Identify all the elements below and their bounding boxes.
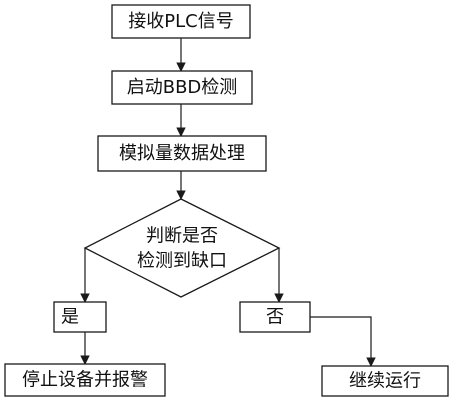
action-stop-alarm-label: 停止设备并报警 bbox=[22, 370, 148, 391]
edge-no-to-continue bbox=[310, 316, 376, 367]
step-start-bbd-label: 启动BBD检测 bbox=[127, 77, 238, 98]
action-stop-alarm: 停止设备并报警 bbox=[4, 363, 166, 397]
decision-line-2: 检测到缺口 bbox=[137, 251, 227, 272]
step-receive-plc-label: 接收PLC信号 bbox=[128, 11, 233, 32]
decision-line-1: 判断是否 bbox=[146, 226, 218, 247]
step-start-bbd: 启动BBD检测 bbox=[111, 70, 253, 105]
branch-no-label: 否 bbox=[266, 307, 284, 328]
branch-yes: 是 bbox=[53, 301, 107, 333]
branch-yes-label: 是 bbox=[61, 307, 79, 328]
action-continue: 继续运行 bbox=[321, 365, 449, 397]
decision-gap-detected: 判断是否 检测到缺口 bbox=[83, 198, 281, 298]
branch-no: 否 bbox=[239, 301, 311, 333]
step-receive-plc: 接收PLC信号 bbox=[111, 4, 251, 39]
step-analog-processing: 模拟量数据处理 bbox=[97, 135, 267, 172]
step-analog-processing-label: 模拟量数据处理 bbox=[119, 143, 245, 164]
action-continue-label: 继续运行 bbox=[349, 371, 421, 392]
